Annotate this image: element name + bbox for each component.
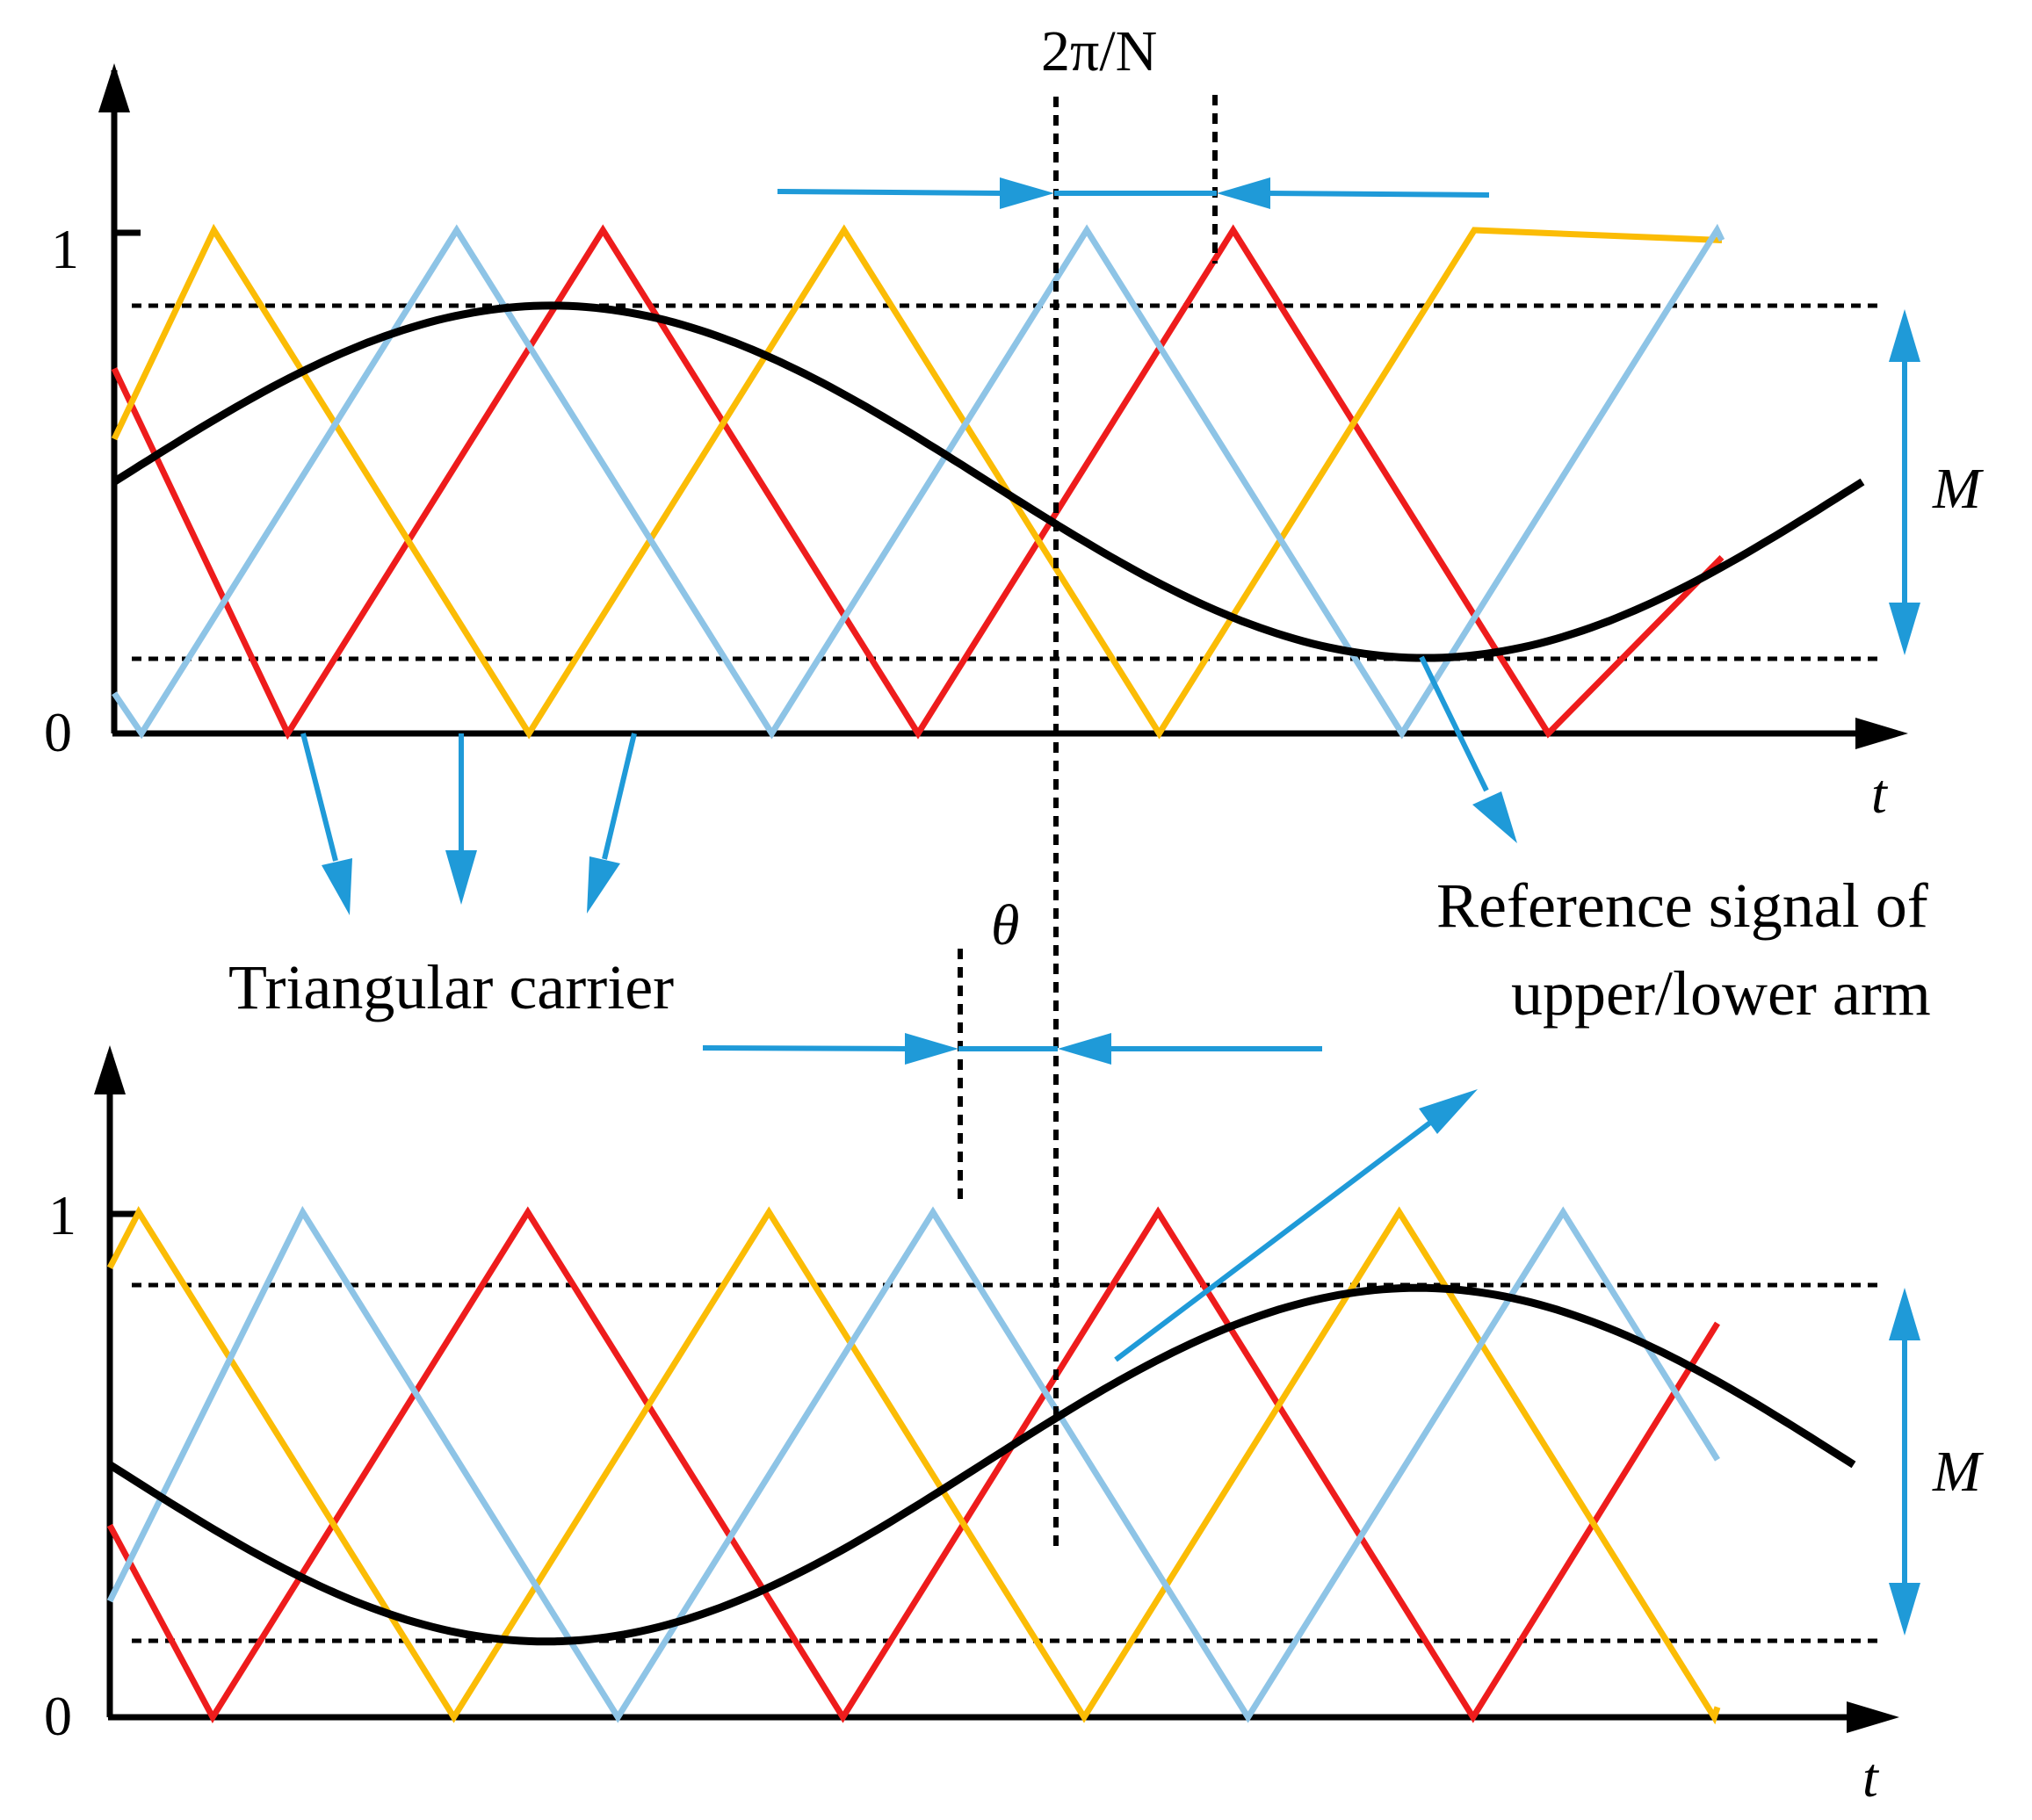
upper-modulation-arrow (1889, 309, 1920, 655)
lower-reference-signal (107, 1283, 1856, 1646)
lower-modulation-label: M (1932, 1440, 1985, 1504)
lower-y-axis-arrow (94, 1045, 126, 1094)
lower-red-carrier (106, 1206, 1720, 1723)
upper-plot-series (111, 223, 1865, 740)
upper-reference-signal (112, 301, 1865, 662)
upper-tick-one-label: 1 (51, 218, 79, 280)
lower-panel: 1 0 t M (44, 1045, 1985, 1809)
lower-x-axis-arrow (1847, 1701, 1899, 1733)
phase-annotation: θ (702, 893, 1322, 1205)
upper-modulation-label: M (1932, 457, 1985, 521)
lower-plot-series (106, 1205, 1856, 1725)
lower-blue-carrier (106, 1205, 1720, 1723)
lower-time-axis-label: t (1862, 1746, 1880, 1809)
upper-tick-zero-label: 0 (44, 701, 72, 763)
period-label: 2π/N (1041, 19, 1157, 83)
lower-modulation-arrow (1889, 1288, 1920, 1636)
lower-tick-one-label: 1 (48, 1184, 76, 1246)
upper-red-carrier (111, 224, 1725, 740)
reference-label-line2: upper/lower arm (1511, 958, 1931, 1029)
upper-y-axis-arrow (98, 63, 130, 112)
carrier-callout: Triangular carrier (228, 733, 674, 1022)
period-annotation: 2π/N (777, 19, 1490, 1550)
upper-time-axis-label: t (1871, 762, 1889, 825)
carrier-label: Triangular carrier (228, 952, 674, 1022)
upper-yellow-carrier (111, 223, 1723, 740)
reference-label-line1: Reference signal of (1436, 870, 1928, 941)
reference-callout: Reference signal of upper/lower arm (1114, 655, 1931, 1362)
upper-blue-carrier (112, 223, 1725, 740)
lower-yellow-carrier (106, 1205, 1721, 1725)
lower-tick-zero-label: 0 (44, 1685, 72, 1747)
upper-panel: 1 0 t M (44, 63, 1985, 825)
phase-label: θ (991, 893, 1019, 957)
upper-x-axis-arrow (1855, 718, 1908, 749)
